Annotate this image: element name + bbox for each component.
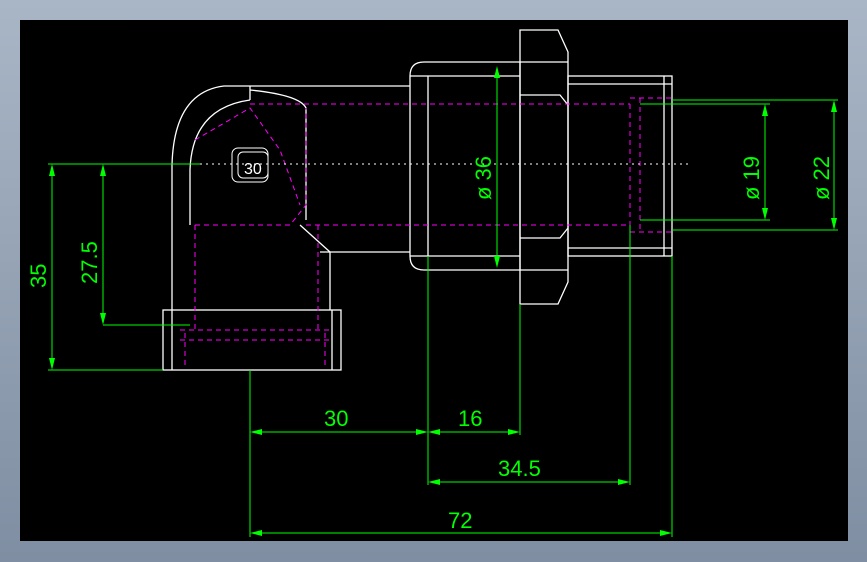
dim-34-5: 34.5 <box>498 456 541 481</box>
dim-diameter-19: ø 19 <box>739 156 764 200</box>
dimension-lines <box>48 66 838 537</box>
dimension-texts: 35 27.5 30 16 34.5 72 ø 36 ø 19 ø 22 <box>26 156 834 533</box>
dim-diameter-22: ø 22 <box>809 156 834 200</box>
dim-diameter-36: ø 36 <box>471 156 496 200</box>
dim-16: 16 <box>458 406 482 431</box>
marker-label: 30 <box>244 161 262 178</box>
hidden-lines <box>180 97 672 365</box>
dim-30: 30 <box>324 406 348 431</box>
dim-35: 35 <box>26 264 51 288</box>
technical-drawing: 30 <box>26 29 838 537</box>
dim-27-5: 27.5 <box>77 241 102 284</box>
part-outline <box>162 29 673 371</box>
drawing-viewport[interactable]: 30 <box>20 20 848 541</box>
dim-72: 72 <box>448 508 472 533</box>
marker-symbol: 30 <box>231 147 269 183</box>
